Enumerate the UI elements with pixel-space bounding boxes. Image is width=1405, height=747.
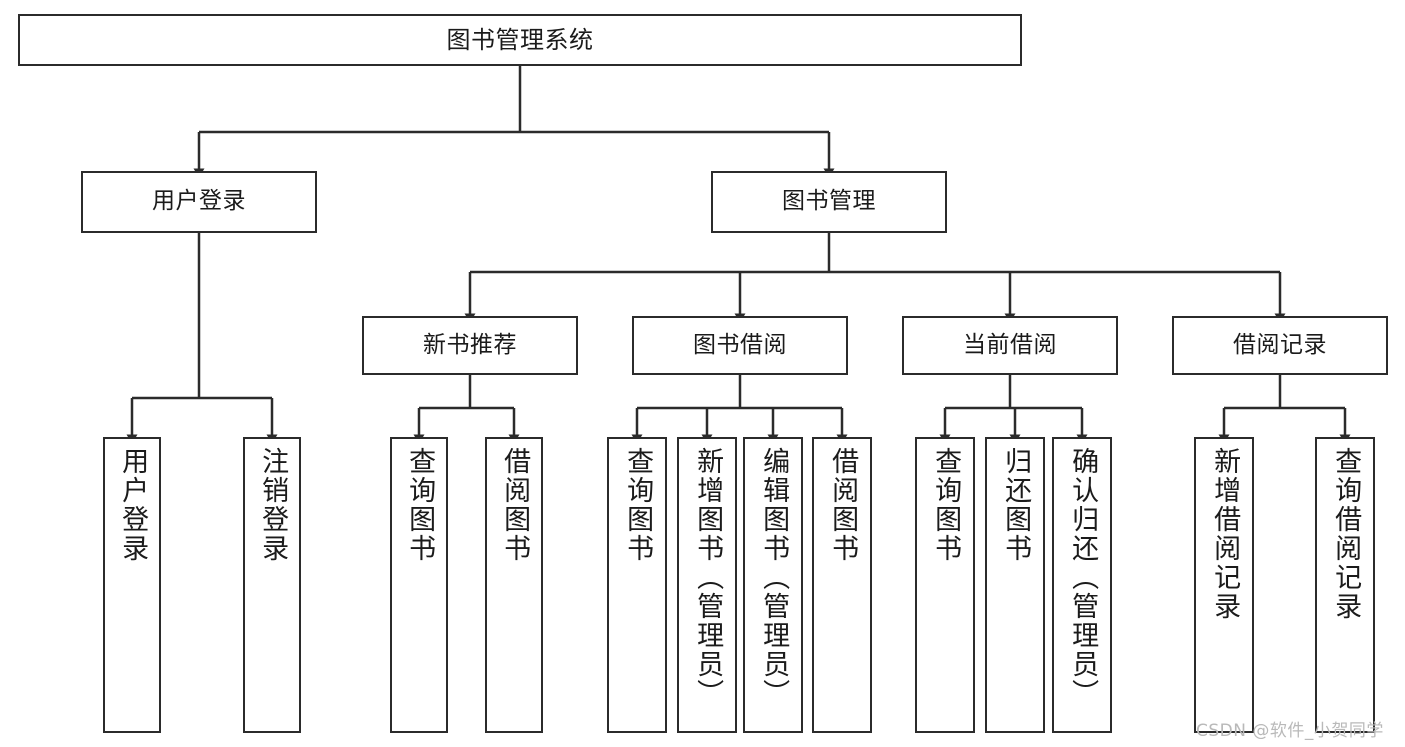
node-label: 查询图书 <box>404 447 436 563</box>
node-leaf-cur-2[interactable]: 归还图书 <box>985 437 1045 733</box>
node-leaf-cur-3[interactable]: 确认归还（管理员） <box>1052 437 1112 733</box>
node-label: 当前借阅 <box>963 331 1057 358</box>
node-leaf-cur-1[interactable]: 查询图书 <box>915 437 975 733</box>
node-leaf-new-1[interactable]: 查询图书 <box>390 437 448 733</box>
node-leaf-login-1[interactable]: 用户登录 <box>103 437 161 733</box>
node-leaf-rec-1[interactable]: 新增借阅记录 <box>1194 437 1254 733</box>
node-label: 归还图书 <box>1000 447 1032 563</box>
node-bookmgmt[interactable]: 图书管理 <box>711 171 947 233</box>
node-label: 用户登录 <box>117 447 149 563</box>
node-label: 确认归还（管理员） <box>1067 447 1099 708</box>
node-label: 图书管理系统 <box>446 25 594 54</box>
node-label: 借阅记录 <box>1233 331 1327 358</box>
node-label: 新书推荐 <box>423 331 517 358</box>
node-leaf-new-2[interactable]: 借阅图书 <box>485 437 543 733</box>
node-leaf-login-2[interactable]: 注销登录 <box>243 437 301 733</box>
node-leaf-borrow-2[interactable]: 新增图书（管理员） <box>677 437 737 733</box>
node-label: 借阅图书 <box>499 447 531 563</box>
node-label: 图书管理 <box>782 188 876 215</box>
node-label: 查询图书 <box>622 447 654 563</box>
edge-group <box>126 66 1351 444</box>
node-leaf-rec-2[interactable]: 查询借阅记录 <box>1315 437 1375 733</box>
node-label: 新增图书（管理员） <box>692 447 724 708</box>
node-current[interactable]: 当前借阅 <box>902 316 1118 375</box>
node-label: 用户登录 <box>152 188 246 215</box>
node-label: 查询图书 <box>930 447 962 563</box>
node-leaf-borrow-4[interactable]: 借阅图书 <box>812 437 872 733</box>
csdn-watermark: CSDN @软件_小贺同学 <box>1196 721 1384 741</box>
node-label: 查询借阅记录 <box>1330 447 1362 621</box>
node-root[interactable]: 图书管理系统 <box>18 14 1022 66</box>
node-records[interactable]: 借阅记录 <box>1172 316 1388 375</box>
node-label: 注销登录 <box>257 447 289 563</box>
node-login[interactable]: 用户登录 <box>81 171 317 233</box>
node-label: 新增借阅记录 <box>1209 447 1241 621</box>
node-label: 借阅图书 <box>827 447 859 563</box>
node-leaf-borrow-3[interactable]: 编辑图书（管理员） <box>743 437 803 733</box>
node-borrow[interactable]: 图书借阅 <box>632 316 848 375</box>
node-label: 图书借阅 <box>693 331 787 358</box>
node-leaf-borrow-1[interactable]: 查询图书 <box>607 437 667 733</box>
node-newbook[interactable]: 新书推荐 <box>362 316 578 375</box>
node-label: 编辑图书（管理员） <box>758 447 790 708</box>
